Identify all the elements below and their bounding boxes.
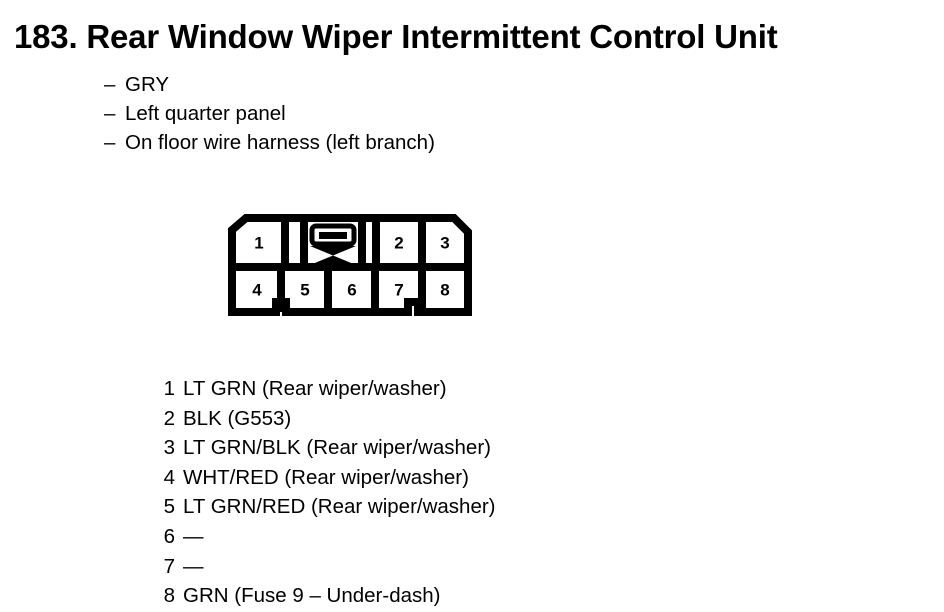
pin-list-description: WHT/RED (Rear wiper/washer) [183, 465, 469, 489]
dash-bullet-icon: – [104, 73, 116, 96]
pin-list-number: 8 [163, 584, 175, 608]
pin-list-item: 1 LT GRN (Rear wiper/washer) [155, 374, 755, 404]
pin-list-item: 8 GRN (Fuse 9 – Under-dash) [155, 581, 755, 611]
pin-list-number: 1 [163, 377, 175, 400]
subtitle-text: GRY [125, 73, 170, 96]
connector-svg: 1 2 3 4 5 6 7 8 [228, 214, 472, 316]
dash-bullet-icon: – [104, 102, 116, 125]
pin-list-item: 3 LT GRN/BLK (Rear wiper/washer) [155, 433, 755, 463]
pin-list-description: LT GRN/BLK (Rear wiper/washer) [183, 436, 491, 460]
lock-tab-bar [319, 232, 347, 239]
pin-list-number: 2 [163, 406, 175, 430]
pin-list-description: LT GRN (Rear wiper/washer) [183, 377, 447, 400]
pin-list-number: 7 [163, 554, 175, 578]
subtitle-list: –GRY –Left quarter panel –On floor wire … [104, 70, 804, 157]
page-title: 183. Rear Window Wiper Intermittent Cont… [14, 18, 778, 55]
subtitle-text: Left quarter panel [125, 102, 286, 125]
pin-list: 1 LT GRN (Rear wiper/washer) 2 BLK (G553… [155, 374, 755, 611]
pin-label-5: 5 [300, 280, 309, 299]
dash-bullet-icon: – [104, 131, 116, 154]
pin-list-description: GRN (Fuse 9 – Under-dash) [183, 584, 441, 608]
pin-label-1: 1 [254, 233, 263, 252]
pin-list-description: BLK (G553) [183, 406, 292, 430]
pin-list-item: 7 — [155, 552, 755, 582]
pin-label-3: 3 [440, 233, 449, 252]
subtitle-text: On floor wire harness (left branch) [125, 131, 435, 154]
pin-list-description: LT GRN/RED (Rear wiper/washer) [183, 495, 496, 519]
pin-label-7: 7 [394, 280, 403, 299]
pin-label-2: 2 [394, 233, 403, 252]
pin-list-number: 3 [163, 436, 175, 460]
pin-list-item: 6 — [155, 522, 755, 552]
subtitle-line: –Left quarter panel [104, 99, 804, 128]
pin-list-item: 5 LT GRN/RED (Rear wiper/washer) [155, 492, 755, 522]
pin-list-number: 5 [163, 495, 175, 519]
pin-list-item: 4 WHT/RED (Rear wiper/washer) [155, 463, 755, 493]
pin-list-description: — [183, 554, 204, 578]
pin-list-number: 4 [163, 465, 175, 489]
pin-label-8: 8 [440, 280, 449, 299]
subtitle-line: –On floor wire harness (left branch) [104, 128, 804, 157]
pin-list-item: 2 BLK (G553) [155, 404, 755, 434]
pin-list-number: 6 [163, 524, 175, 548]
lock-tab-bowtie-icon [310, 246, 356, 265]
pin-list-description: — [183, 524, 204, 548]
connector-diagram: 1 2 3 4 5 6 7 8 [228, 212, 476, 320]
subtitle-line: –GRY [104, 70, 804, 99]
pin-label-6: 6 [347, 280, 356, 299]
pin-label-4: 4 [252, 280, 262, 299]
